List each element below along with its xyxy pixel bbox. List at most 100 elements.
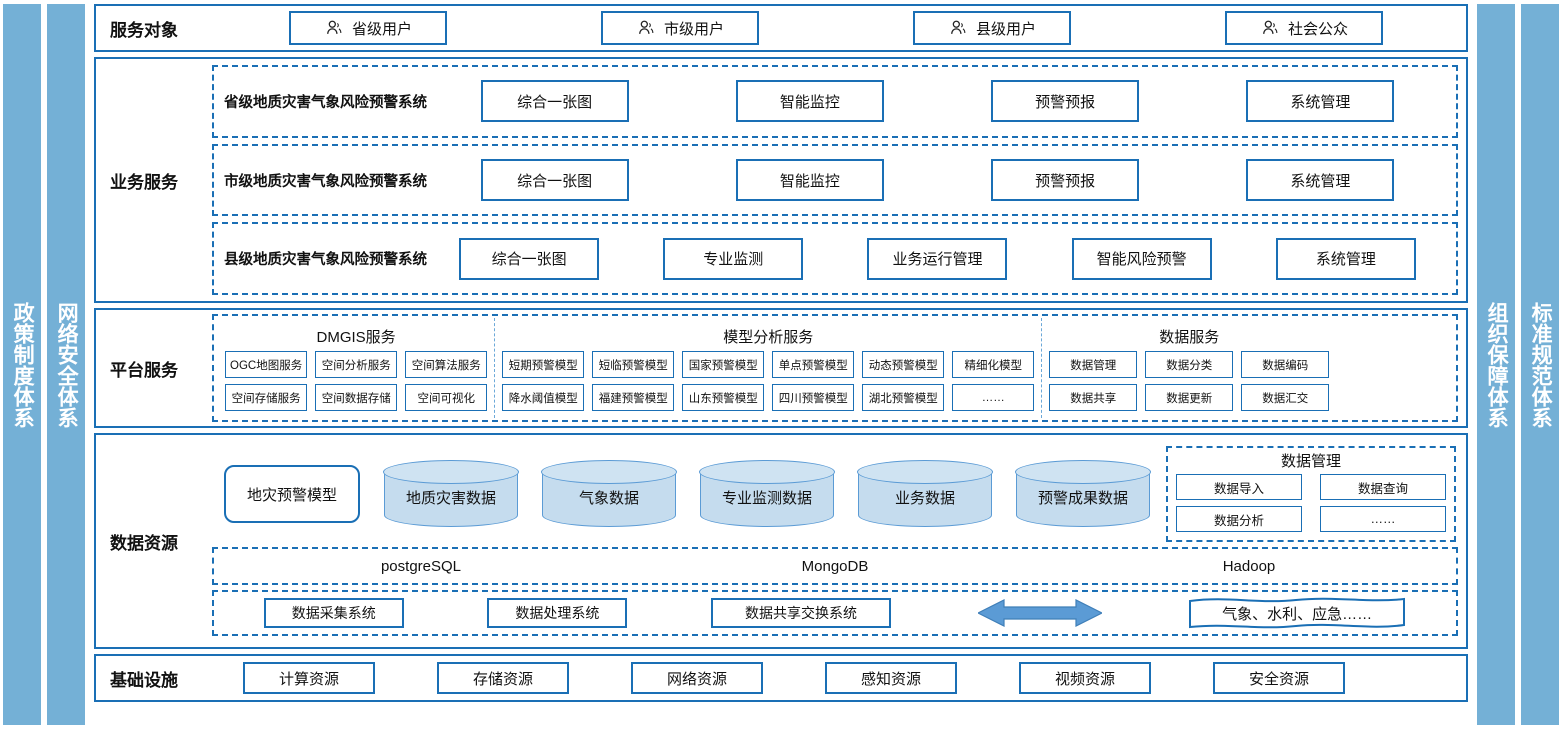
pipeline-item-sharing-exchange-system[interactable]: 数据共享交换系统 xyxy=(710,598,891,628)
platform-item-short-term-warning-model[interactable]: 短期预警模型 xyxy=(502,351,585,378)
data-cylinder-label: 业务数据 xyxy=(894,489,955,507)
data-management-items: 数据导入 数据查询 数据分析 …… xyxy=(1176,474,1446,532)
business-item-operation-management[interactable]: 业务运行管理 xyxy=(867,237,1008,280)
pipeline-item-processing-system[interactable]: 数据处理系统 xyxy=(487,598,628,628)
business-group-title: 县级地质灾害气象风险预警系统 xyxy=(224,252,427,269)
service-object-label: 省级用户 xyxy=(351,20,412,38)
data-management-item-import[interactable]: 数据导入 xyxy=(1176,474,1302,500)
data-cylinder-meteorological-data[interactable]: 气象数据 xyxy=(541,460,677,527)
database-engine-mongodb: MongoDB xyxy=(801,557,869,575)
business-item-overview-map[interactable]: 综合一张图 xyxy=(480,159,629,201)
platform-item-national-warning-model[interactable]: 国家预警模型 xyxy=(682,351,765,378)
layer-platform-services: 平台服务 DMGIS服务 OGC地图服务 空间存储服务 空间分析服务 空间数据存… xyxy=(94,308,1468,428)
business-item-smart-monitoring[interactable]: 智能监控 xyxy=(735,159,884,201)
platform-item-single-point-warning-model[interactable]: 单点预警模型 xyxy=(772,351,855,378)
business-group-municipal: 市级地质灾害气象风险预警系统 综合一张图 智能监控 预警预报 系统管理 xyxy=(212,143,1458,217)
business-item-system-management[interactable]: 系统管理 xyxy=(1275,237,1416,280)
platform-item-hubei-warning-model[interactable]: 湖北预警模型 xyxy=(862,384,945,411)
business-item-overview-map[interactable]: 综合一张图 xyxy=(459,237,600,280)
service-object-label: 县级用户 xyxy=(975,20,1036,38)
platform-services-dashed-panel: DMGIS服务 OGC地图服务 空间存储服务 空间分析服务 空间数据存储 空间算… xyxy=(212,314,1458,422)
platform-item-more[interactable]: …… xyxy=(952,384,1035,411)
business-item-warning-forecast[interactable]: 预警预报 xyxy=(991,159,1140,201)
data-management-title: 数据管理 xyxy=(1280,453,1341,470)
layer-business-services: 业务服务 省级地质灾害气象风险预警系统 综合一张图 智能监控 预警预报 系统管理… xyxy=(94,57,1468,303)
user-icon xyxy=(1263,20,1278,34)
platform-item-data-sharing[interactable]: 数据共享 xyxy=(1049,384,1138,411)
layer-stack: 服务对象 省级用户 xyxy=(88,0,1474,729)
data-cylinder-warning-result-data[interactable]: 预警成果数据 xyxy=(1015,460,1151,527)
data-cylinder-label: 专业监测数据 xyxy=(721,489,812,507)
platform-item-dynamic-warning-model[interactable]: 动态预警模型 xyxy=(862,351,945,378)
infra-item-sensing-resource[interactable]: 感知资源 xyxy=(825,662,957,694)
pipeline-external-departments[interactable]: 气象、水利、应急…… xyxy=(1188,595,1406,631)
infrastructure-items: 计算资源 存储资源 网络资源 感知资源 视频资源 安全资源 xyxy=(212,656,1466,700)
platform-item-spatial-algorithm-service[interactable]: 空间算法服务 xyxy=(405,351,488,378)
platform-item-ogc-map-service[interactable]: OGC地图服务 xyxy=(225,351,308,378)
business-group-items: 综合一张图 专业监测 业务运行管理 智能风险预警 系统管理 xyxy=(427,237,1448,280)
platform-item-data-coding[interactable]: 数据编码 xyxy=(1241,351,1330,378)
data-pipeline-row: 数据采集系统 数据处理系统 数据共享交换系统 气象、水利、应急…… xyxy=(212,590,1458,636)
data-store-strip: 地灾预警模型 地质灾害数据 气象数据 专业监测数据 业务数据 xyxy=(212,446,1458,542)
side-band-standard-specification-system: 标准规范体系 xyxy=(1521,4,1559,725)
platform-group-dmgis: DMGIS服务 OGC地图服务 空间存储服务 空间分析服务 空间数据存储 空间算… xyxy=(218,318,494,418)
service-object-provincial-user[interactable]: 省级用户 xyxy=(289,11,447,45)
data-management-item-query[interactable]: 数据查询 xyxy=(1320,474,1446,500)
business-group-title: 市级地质灾害气象风险预警系统 xyxy=(224,173,427,190)
business-group-county: 县级地质灾害气象风险预警系统 综合一张图 专业监测 业务运行管理 智能风险预警 … xyxy=(212,222,1458,296)
platform-item-data-submission[interactable]: 数据汇交 xyxy=(1241,384,1330,411)
data-item-warning-model[interactable]: 地灾预警模型 xyxy=(224,465,360,523)
platform-item-fujian-warning-model[interactable]: 福建预警模型 xyxy=(592,384,675,411)
platform-services-body: DMGIS服务 OGC地图服务 空间存储服务 空间分析服务 空间数据存储 空间算… xyxy=(212,310,1466,426)
business-item-smart-risk-warning[interactable]: 智能风险预警 xyxy=(1071,237,1212,280)
platform-group-title: DMGIS服务 xyxy=(316,329,396,346)
user-icon xyxy=(327,20,342,34)
infra-item-video-resource[interactable]: 视频资源 xyxy=(1019,662,1151,694)
platform-item-data-management[interactable]: 数据管理 xyxy=(1049,351,1138,378)
data-cylinder-business-data[interactable]: 业务数据 xyxy=(857,460,993,527)
business-item-warning-forecast[interactable]: 预警预报 xyxy=(991,80,1140,123)
data-management-item-analysis[interactable]: 数据分析 xyxy=(1176,506,1302,532)
user-icon xyxy=(639,20,654,34)
business-group-items: 综合一张图 智能监控 预警预报 系统管理 xyxy=(427,159,1448,201)
data-cylinder-label: 地质灾害数据 xyxy=(405,489,496,507)
infra-item-storage-resource[interactable]: 存储资源 xyxy=(437,662,569,694)
business-group-provincial: 省级地质灾害气象风险预警系统 综合一张图 智能监控 预警预报 系统管理 xyxy=(212,65,1458,138)
business-services-groups: 省级地质灾害气象风险预警系统 综合一张图 智能监控 预警预报 系统管理 市级地质… xyxy=(212,59,1466,301)
user-icon xyxy=(951,20,966,34)
infra-item-compute-resource[interactable]: 计算资源 xyxy=(243,662,375,694)
side-band-label: 政策制度体系 xyxy=(11,301,35,428)
data-cylinder-geohazard-data[interactable]: 地质灾害数据 xyxy=(383,460,519,527)
data-cylinder-professional-monitoring-data[interactable]: 专业监测数据 xyxy=(699,460,835,527)
platform-item-spatial-storage-service[interactable]: 空间存储服务 xyxy=(225,384,308,411)
service-object-county-user[interactable]: 县级用户 xyxy=(913,11,1071,45)
data-management-item-more[interactable]: …… xyxy=(1320,506,1446,532)
pipeline-item-collection-system[interactable]: 数据采集系统 xyxy=(263,598,404,628)
side-band-policy-system: 政策制度体系 xyxy=(3,4,41,725)
business-item-overview-map[interactable]: 综合一张图 xyxy=(480,80,629,123)
layer-service-objects: 服务对象 省级用户 xyxy=(94,4,1468,52)
infra-item-security-resource[interactable]: 安全资源 xyxy=(1213,662,1345,694)
business-item-professional-monitoring[interactable]: 专业监测 xyxy=(663,237,804,280)
layer-title-business-services: 业务服务 xyxy=(110,172,178,192)
platform-item-sichuan-warning-model[interactable]: 四川预警模型 xyxy=(772,384,855,411)
platform-item-refined-model[interactable]: 精细化模型 xyxy=(952,351,1035,378)
platform-item-spatial-data-storage[interactable]: 空间数据存储 xyxy=(315,384,398,411)
platform-item-spatial-visualization[interactable]: 空间可视化 xyxy=(405,384,488,411)
business-item-system-management[interactable]: 系统管理 xyxy=(1246,159,1395,201)
service-object-municipal-user[interactable]: 市级用户 xyxy=(601,11,759,45)
platform-item-nowcast-warning-model[interactable]: 短临预警模型 xyxy=(592,351,675,378)
platform-item-data-classification[interactable]: 数据分类 xyxy=(1145,351,1234,378)
service-object-public[interactable]: 社会公众 xyxy=(1225,11,1383,45)
business-item-smart-monitoring[interactable]: 智能监控 xyxy=(735,80,884,123)
business-item-system-management[interactable]: 系统管理 xyxy=(1246,80,1395,123)
platform-item-rainfall-threshold-model[interactable]: 降水阈值模型 xyxy=(502,384,585,411)
data-cylinder-label: 气象数据 xyxy=(578,489,639,507)
platform-item-shandong-warning-model[interactable]: 山东预警模型 xyxy=(682,384,765,411)
platform-item-spatial-analysis-service[interactable]: 空间分析服务 xyxy=(315,351,398,378)
data-resources-body: 地灾预警模型 地质灾害数据 气象数据 专业监测数据 业务数据 xyxy=(212,435,1466,647)
pipeline-external-label: 气象、水利、应急…… xyxy=(1222,605,1373,623)
platform-item-data-update[interactable]: 数据更新 xyxy=(1145,384,1234,411)
service-object-label: 社会公众 xyxy=(1287,20,1348,38)
infra-item-network-resource[interactable]: 网络资源 xyxy=(631,662,763,694)
